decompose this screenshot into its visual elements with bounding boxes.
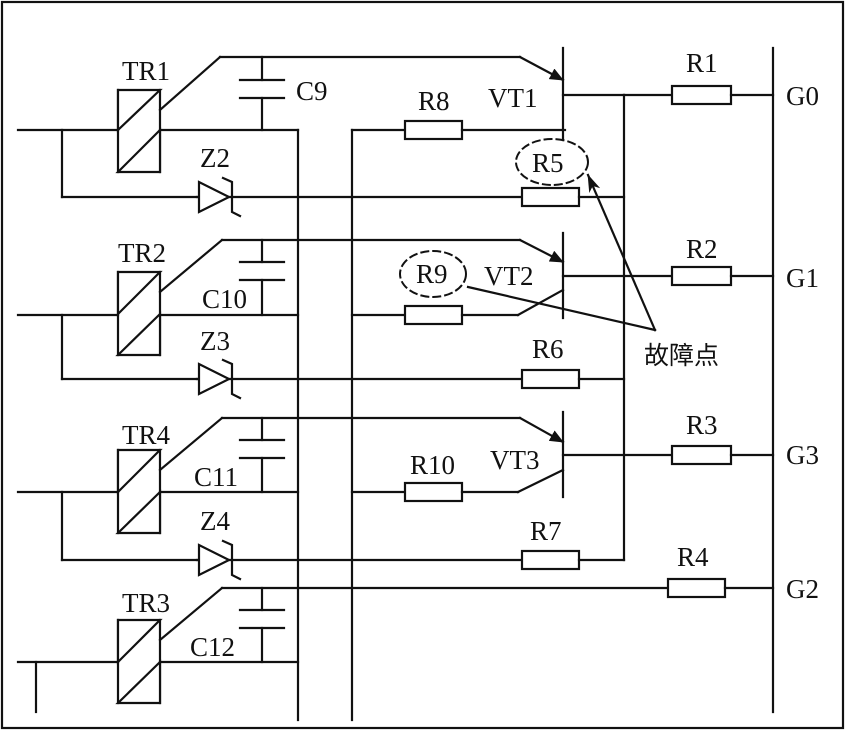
label-c11: C11 [194, 462, 238, 492]
resistor-r6 [520, 368, 581, 390]
resistor-r3 [670, 444, 733, 466]
fault-marker-r5 [515, 138, 589, 186]
label-tr4: TR4 [122, 420, 171, 450]
label-r9: R9 [416, 259, 448, 289]
fault-pointers [466, 173, 657, 332]
capacitor-c9 [238, 55, 286, 132]
resistor-r4 [666, 577, 727, 599]
resistor-r10 [403, 481, 464, 503]
label-r6: R6 [532, 334, 564, 364]
label-c12: C12 [190, 632, 235, 662]
label-z4: Z4 [200, 506, 230, 536]
triac-symbol-tr4 [115, 448, 163, 535]
capacitor-c12 [238, 586, 286, 664]
label-r2: R2 [686, 234, 718, 264]
resistor-r5 [520, 186, 581, 208]
label-r1: R1 [686, 48, 718, 78]
label-tr1: TR1 [122, 56, 170, 86]
label-g2: G2 [786, 574, 819, 604]
label-r7: R7 [530, 516, 562, 546]
label-vt2: VT2 [484, 261, 534, 291]
transistor-vt2 [561, 231, 674, 320]
label-z3: Z3 [200, 326, 230, 356]
label-tr3: TR3 [122, 588, 170, 618]
fault-marker-r9 [399, 250, 467, 298]
section-tr1 [16, 46, 775, 218]
label-vt1: VT1 [488, 83, 538, 113]
resistor-r9 [403, 304, 464, 326]
label-g3: G3 [786, 440, 819, 470]
label-z2: Z2 [200, 143, 230, 173]
label-g1: G1 [786, 263, 819, 293]
capacitor-c11 [238, 416, 286, 494]
section-tr2 [16, 231, 775, 400]
fault-point-label: 故障点 [644, 341, 719, 370]
label-g0: G0 [786, 81, 819, 111]
capacitor-c10 [238, 238, 286, 317]
zener-z2 [195, 176, 524, 218]
label-r4: R4 [677, 542, 709, 572]
label-r3: R3 [686, 410, 718, 440]
label-r10: R10 [410, 450, 455, 480]
resistor-r1 [670, 84, 733, 106]
triac-symbol-tr2 [115, 270, 163, 357]
zener-z4 [195, 539, 524, 581]
transistor-vt3 [561, 410, 674, 499]
resistor-r8 [403, 119, 464, 141]
label-c10: C10 [202, 284, 247, 314]
section-tr4 [16, 410, 775, 581]
resistor-r7 [520, 549, 581, 571]
label-c9: C9 [296, 76, 328, 106]
triac-symbol-tr1 [115, 88, 163, 174]
label-r5: R5 [532, 148, 564, 178]
label-vt3: VT3 [490, 445, 540, 475]
zener-z3 [195, 358, 524, 400]
label-tr2: TR2 [118, 238, 166, 268]
transistor-vt1 [561, 46, 626, 142]
triac-symbol-tr3 [115, 618, 163, 705]
resistor-r2 [670, 265, 733, 287]
section-tr3 [16, 577, 775, 714]
label-r8: R8 [418, 86, 450, 116]
